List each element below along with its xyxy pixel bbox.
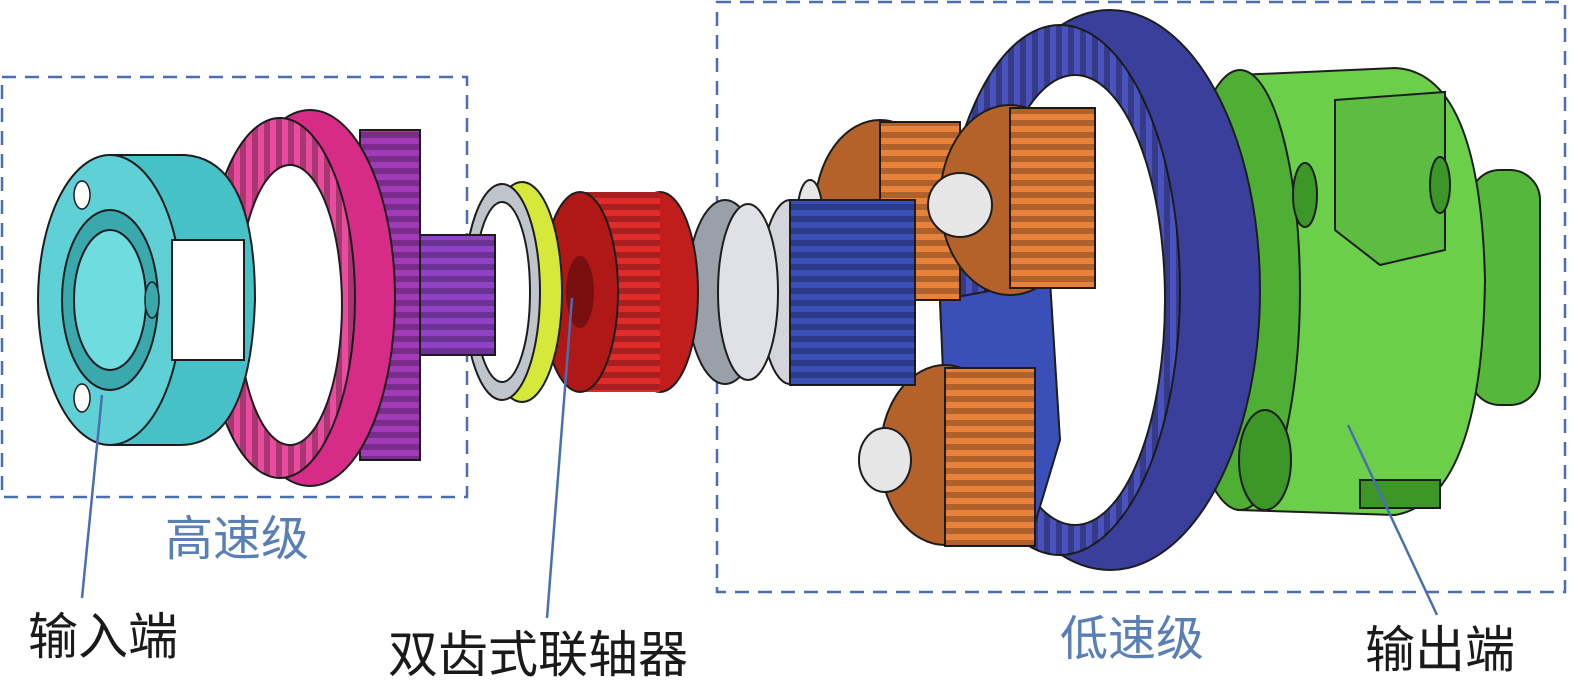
low-speed-sun-gear <box>759 199 916 386</box>
coupling-gear <box>686 199 779 385</box>
coupling-sleeve <box>541 191 699 393</box>
input-end-label: 输入端 <box>28 608 178 666</box>
input-leader-line <box>80 394 104 599</box>
low-speed-planet-gear-right <box>927 104 1096 296</box>
coupling-leader-line <box>545 297 574 619</box>
output-leader-line <box>1346 424 1439 616</box>
low-speed-planet-gear-bottom <box>858 364 1036 547</box>
high-speed-stage-label: 高速级 <box>165 511 310 567</box>
double-gear-coupling-label: 双齿式联轴器 <box>388 626 688 684</box>
output-end-label: 输出端 <box>1365 621 1515 679</box>
low-speed-stage-label: 低速级 <box>1060 611 1205 667</box>
input-hub <box>37 154 257 446</box>
